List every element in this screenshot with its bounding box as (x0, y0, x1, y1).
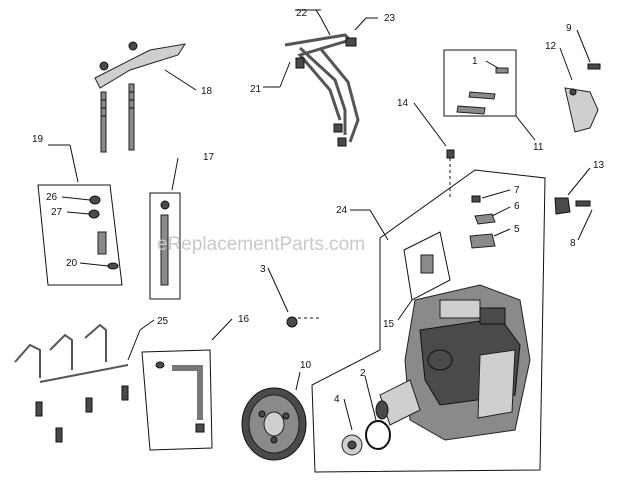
callout-22: 22 (296, 8, 308, 19)
part-13-bracket (554, 197, 591, 215)
callout-7: 7 (514, 185, 520, 196)
callout-21: 21 (250, 84, 262, 95)
part-12-bracket (564, 63, 601, 133)
callout-1: 1 (472, 56, 478, 67)
callout-20: 20 (66, 258, 78, 269)
callout-11: 11 (533, 142, 544, 153)
part-17-box (149, 192, 181, 300)
callout-12: 12 (545, 41, 557, 52)
callout-23: 23 (384, 13, 396, 24)
callout-labels: 1 2 3 4 5 6 7 8 9 10 11 12 13 14 15 16 1… (32, 8, 605, 405)
part-21-22-23-fuel-lines (284, 33, 360, 147)
callout-15: 15 (383, 319, 395, 330)
callout-8: 8 (570, 238, 576, 249)
part-10-gear (241, 387, 307, 461)
part-19-box (37, 184, 123, 286)
callout-24: 24 (336, 205, 348, 216)
callout-25: 25 (157, 316, 169, 327)
callout-2: 2 (360, 368, 366, 379)
part-14-bolt (446, 149, 455, 198)
callout-5: 5 (514, 224, 520, 235)
callout-3: 3 (260, 264, 266, 275)
callout-9: 9 (566, 23, 572, 34)
injection-pump-body (375, 284, 531, 441)
callout-16: 16 (238, 314, 250, 325)
part-25-return-lines (14, 323, 129, 443)
part-18-bracket-glow-plugs (94, 41, 187, 153)
callout-10: 10 (300, 360, 312, 371)
part-5-6-7-clips (469, 195, 496, 249)
part-2-4-oring-nut (341, 420, 391, 456)
watermark: eReplacementParts.com (157, 234, 365, 255)
callout-13: 13 (593, 160, 605, 171)
callout-26: 26 (46, 192, 58, 203)
part-15-box (403, 231, 451, 301)
callout-17: 17 (203, 152, 215, 163)
callout-4: 4 (334, 394, 340, 405)
callout-14: 14 (397, 98, 409, 109)
part-24-pump-box (311, 169, 546, 473)
callout-18: 18 (201, 86, 213, 97)
callout-27: 27 (51, 207, 63, 218)
part-3-nut (286, 316, 320, 328)
part-16-hose-box (141, 349, 213, 451)
callout-6: 6 (514, 201, 520, 212)
part-11-box (443, 49, 517, 117)
callout-19: 19 (32, 134, 44, 145)
